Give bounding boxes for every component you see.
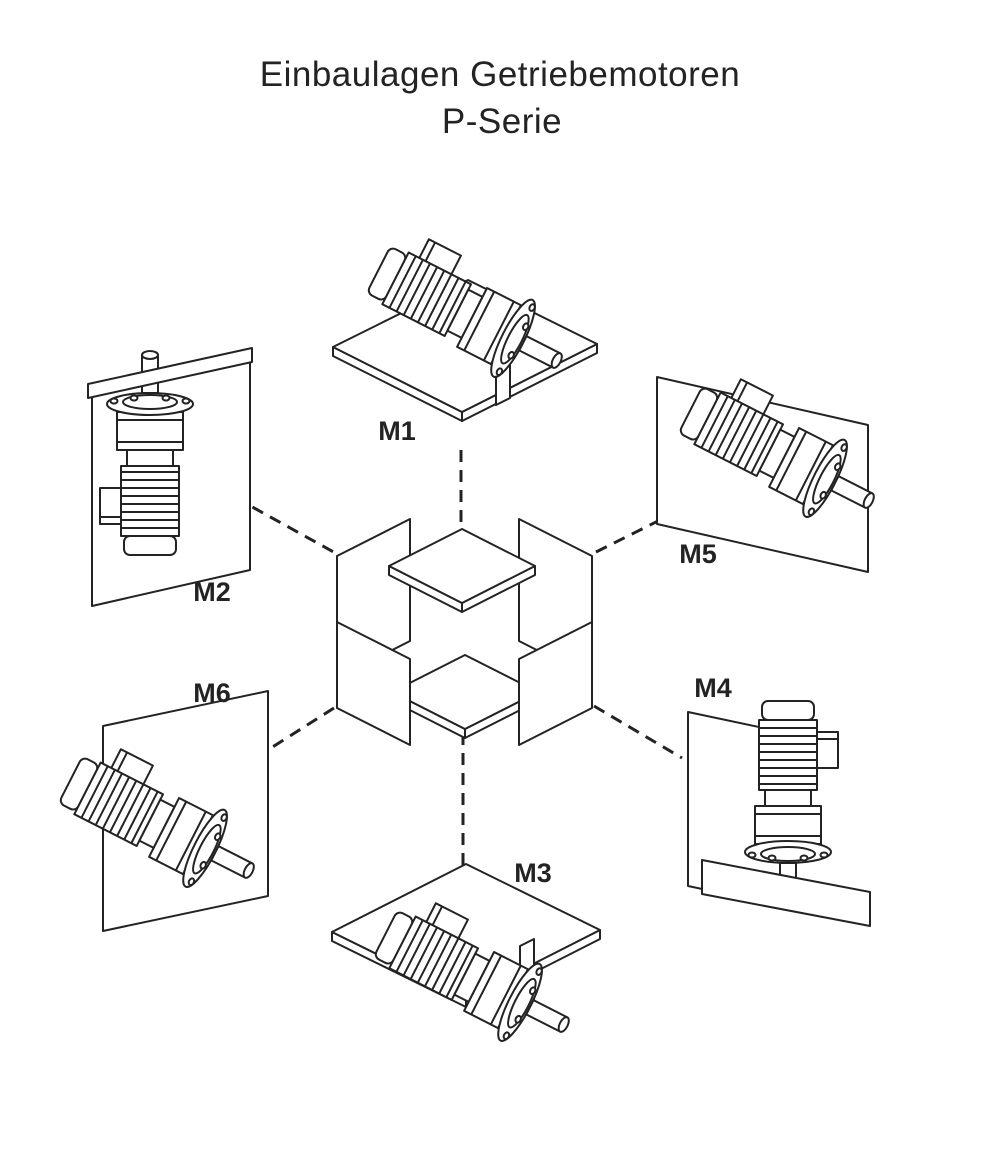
label-m2: M2 [193,577,231,607]
label-m4: M4 [694,673,732,703]
m1-assembly [332,224,598,422]
diagram-title-line1: Einbaulagen Getriebemotoren [260,55,740,94]
cube-top-plate [388,528,536,613]
center-cube-illustration [336,518,593,746]
m2-assembly [87,347,253,607]
m2-top-bracket [87,347,253,399]
m6-assembly [50,690,277,932]
cube-bottom-plate [391,654,539,739]
label-m3: M3 [514,858,552,888]
m3-assembly [331,863,601,1066]
label-m6: M6 [193,678,231,708]
dashed-line-m4 [593,704,683,760]
diagram-title-line2: P-Serie [442,102,562,141]
m4-assembly [687,700,871,927]
m4-base-bracket [701,859,871,927]
cube-front-right-plate [518,621,593,746]
cube-front-left-plate [336,621,411,746]
label-m1: M1 [378,416,416,446]
label-m5: M5 [679,539,717,569]
m5-assembly [656,364,897,573]
